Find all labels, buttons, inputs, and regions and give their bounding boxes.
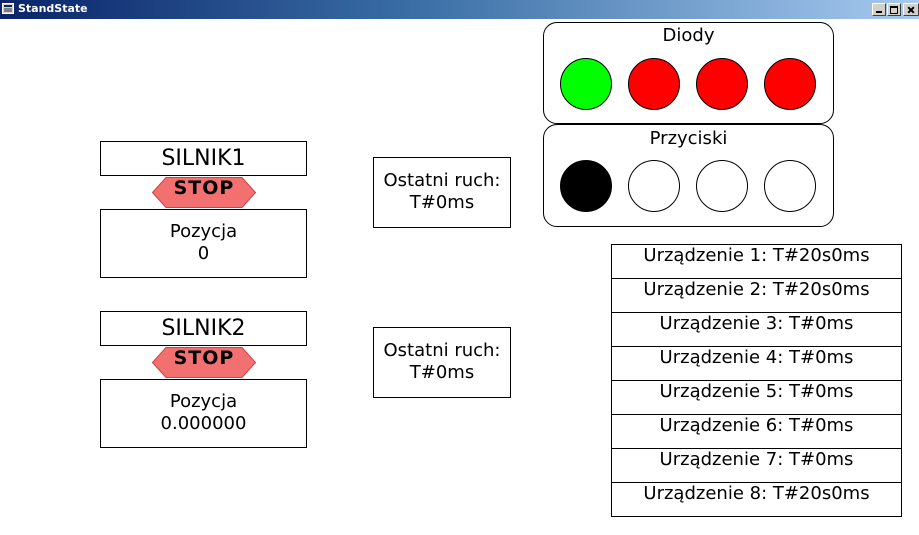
diodes-panel: Diody xyxy=(543,22,834,124)
diode-1-lamp xyxy=(560,58,612,110)
device-2-row: Urządzenie 2: T#20s0ms xyxy=(611,278,902,313)
motor1-name: SILNIK1 xyxy=(100,141,307,176)
motor2-name: SILNIK2 xyxy=(100,311,307,346)
motor2-position-box: Pozycja 0.000000 xyxy=(100,379,307,448)
motor1-stop-label: STOP xyxy=(173,177,235,199)
motor1-last-move-value: T#0ms xyxy=(409,192,475,213)
motor1-position-label: Pozycja xyxy=(169,221,238,242)
device-7-row: Urządzenie 7: T#0ms xyxy=(611,448,902,483)
motor1-stop-indicator: STOP xyxy=(152,177,256,208)
device-8-row: Urządzenie 8: T#20s0ms xyxy=(611,482,902,517)
motor1-position-box: Pozycja 0 xyxy=(100,209,307,278)
button-3-indicator xyxy=(696,160,748,212)
minimize-button[interactable] xyxy=(872,3,886,16)
device-4-row: Urządzenie 4: T#0ms xyxy=(611,346,902,381)
close-button[interactable] xyxy=(903,3,919,16)
diode-2-lamp xyxy=(628,58,680,110)
diode-4-lamp xyxy=(764,58,816,110)
device-3-row: Urządzenie 3: T#0ms xyxy=(611,312,902,347)
device-6-row: Urządzenie 6: T#0ms xyxy=(611,414,902,449)
maximize-button[interactable] xyxy=(887,3,901,16)
motor2-position-label: Pozycja xyxy=(169,391,238,412)
motor2-stop-indicator: STOP xyxy=(152,347,256,378)
button-4-indicator xyxy=(764,160,816,212)
motor2-position-value: 0.000000 xyxy=(160,413,247,434)
motor2-last-move-value: T#0ms xyxy=(409,362,475,383)
motor2-stop-label: STOP xyxy=(173,347,235,369)
diodes-title: Diody xyxy=(662,25,715,46)
button-2-indicator xyxy=(628,160,680,212)
diode-3-lamp xyxy=(696,58,748,110)
motor1-last-move-label: Ostatni ruch: xyxy=(383,170,501,191)
motor1-position-value: 0 xyxy=(197,243,210,264)
motor2-last-move-box: Ostatni ruch: T#0ms xyxy=(373,327,511,398)
window-app-icon[interactable] xyxy=(2,3,14,14)
button-1-indicator xyxy=(560,160,612,212)
motor2-last-move-label: Ostatni ruch: xyxy=(383,340,501,361)
window-title: StandState xyxy=(18,2,88,15)
motor1-last-move-box: Ostatni ruch: T#0ms xyxy=(373,157,511,228)
buttons-panel: Przyciski xyxy=(543,124,834,227)
title-bar[interactable]: StandState xyxy=(0,0,919,19)
device-1-row: Urządzenie 1: T#20s0ms xyxy=(611,244,902,279)
device-5-row: Urządzenie 5: T#0ms xyxy=(611,380,902,415)
buttons-title: Przyciski xyxy=(649,128,728,149)
